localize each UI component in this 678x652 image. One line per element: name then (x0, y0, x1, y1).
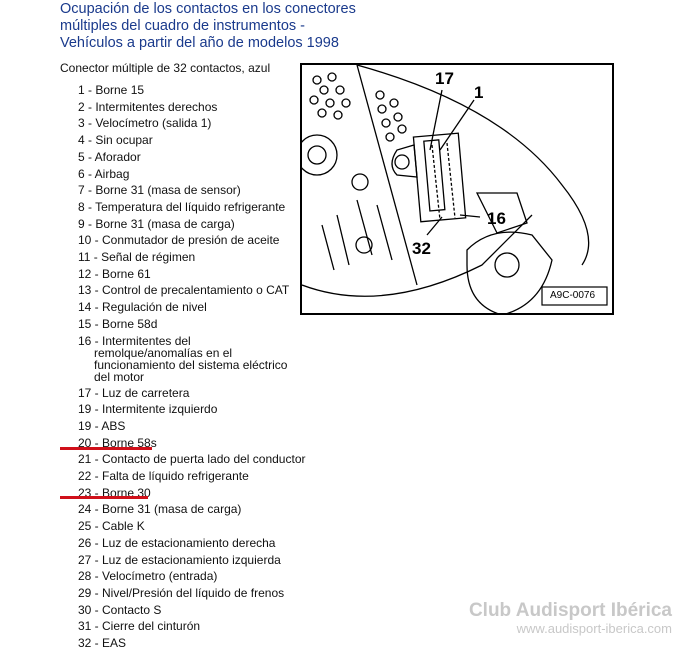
list-item: 30 - Contacto S (78, 602, 162, 617)
list-item: 11 - Señal de régimen (78, 250, 196, 265)
list-item: 7 - Borne 31 (masa de sensor) (78, 183, 241, 198)
list-item: 19 - ABS (78, 418, 126, 433)
list-item: 10 - Conmutador de presión de aceite (78, 233, 280, 248)
list-item: 8 - Temperatura del líquido refrigerante (78, 199, 286, 214)
pin-list: 1 - Borne 15 2 - Intermitentes derechos 3 … (78, 82, 305, 652)
callout-32: 32 (412, 239, 431, 258)
title-line: Vehículos a partir del año de modelos 19… (60, 35, 339, 51)
list-item: 16 - Intermitentes del remolque/anomalía… (78, 333, 288, 384)
list-item: 14 - Regulación de nivel (78, 300, 207, 315)
list-item: 15 - Borne 58d (78, 316, 158, 331)
list-item: 21 - Contacto de puerta lado del conduct… (78, 452, 306, 467)
list-item: 6 - Airbag (78, 166, 130, 181)
page-title: Ocupación de los contactos en los conect… (60, 1, 356, 52)
list-item: 9 - Borne 31 (masa de carga) (78, 216, 235, 231)
list-item: 4 - Sin ocupar (78, 133, 153, 148)
list-item: 13 - Control de precalentamiento o CAT (78, 283, 290, 298)
list-item: 27 - Luz de estacionamiento izquierda (78, 552, 281, 567)
watermark: Club Audisport Ibérica www.audisport-ibe… (469, 600, 672, 636)
list-item: 17 - Luz de carretera (78, 385, 190, 400)
list-item: 28 - Velocímetro (entrada) (78, 569, 218, 584)
callout-16: 16 (487, 209, 506, 228)
list-item: 22 - Falta de líquido refrigerante (78, 469, 249, 484)
list-item: 20 - Borne 58s (78, 435, 157, 450)
list-item: 12 - Borne 61 (78, 266, 151, 281)
list-item: 1 - Borne 15 (78, 83, 145, 97)
list-item: 32 - EAS (78, 636, 127, 651)
list-item: 26 - Luz de estacionamiento derecha (78, 535, 276, 550)
watermark-name: Club Audisport Ibérica (468, 600, 672, 621)
callout-1: 1 (474, 83, 484, 102)
figure-code: A9C-0076 (550, 290, 596, 301)
list-item: 25 - Cable K (78, 519, 145, 534)
list-item: 19 - Intermitente izquierdo (78, 402, 218, 417)
list-item: 5 - Aforador (78, 149, 141, 164)
title-line: Ocupación de los contactos en los conect… (60, 1, 356, 17)
callout-17: 17 (435, 69, 454, 88)
list-item: 31 - Cierre del cinturón (78, 619, 201, 634)
connector-subtitle: Conector múltiple de 32 contactos, azul (60, 61, 271, 75)
list-item: 23 - Borne 30 (78, 485, 151, 500)
list-item: 2 - Intermitentes derechos (78, 99, 218, 114)
list-item: 3 - Velocímetro (salida 1) (78, 116, 212, 131)
highlight-underline-23 (60, 496, 148, 499)
connector-diagram: 17 1 16 32 A9C-0076 (300, 63, 614, 315)
watermark-url: www.audisport-iberica.com (516, 621, 672, 636)
highlight-underline-20 (60, 447, 152, 450)
list-item: 29 - Nivel/Presión del líquido de frenos (78, 585, 285, 600)
list-item: 24 - Borne 31 (masa de carga) (78, 502, 242, 517)
title-line: múltiples del cuadro de instrumentos - (60, 18, 306, 34)
